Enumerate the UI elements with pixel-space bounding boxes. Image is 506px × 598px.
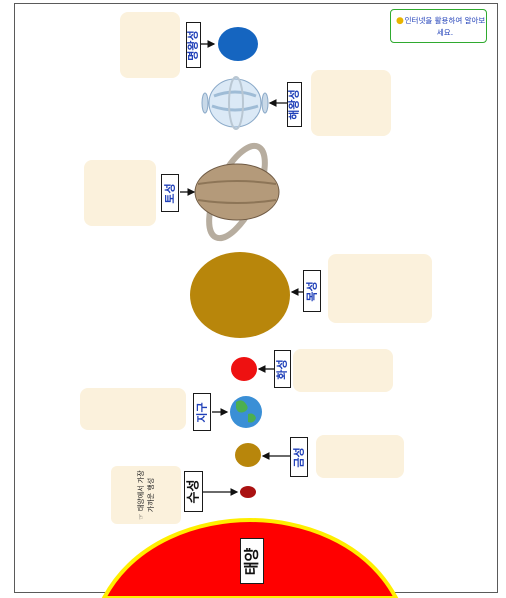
- earth-planet: [230, 396, 262, 428]
- mercury-planet: [240, 486, 256, 498]
- label-jupiter: 목성: [303, 270, 321, 312]
- label-mercury: 수성: [184, 471, 203, 512]
- hint-box: ● 인터넷을 활용하여 알아보세요.: [390, 9, 487, 43]
- hint-text: 인터넷을 활용하여 알아보세요.: [404, 15, 486, 39]
- neptune-planet: [202, 77, 268, 129]
- label-neptune: 해왕성: [287, 82, 302, 127]
- label-venus: 금성: [290, 437, 308, 477]
- mercury-note-text: ☞ 태양에서 가장 가까운 행성: [136, 468, 156, 522]
- answer-box-venus[interactable]: [316, 435, 404, 478]
- label-sun: 태양: [240, 538, 264, 584]
- pluto-planet: [218, 27, 258, 61]
- label-earth: 지구: [193, 393, 211, 431]
- venus-planet: [235, 443, 261, 467]
- label-mars: 화성: [274, 350, 291, 388]
- answer-box-saturn[interactable]: [84, 160, 156, 226]
- answer-box-neptune[interactable]: [311, 70, 391, 136]
- jupiter-planet: [190, 252, 290, 338]
- mercury-note: ☞ 태양에서 가장 가까운 행성: [111, 466, 181, 524]
- label-pluto: 명왕성: [186, 22, 201, 68]
- label-saturn: 토성: [161, 174, 179, 212]
- answer-box-mars[interactable]: [293, 349, 393, 392]
- mars-planet: [231, 357, 257, 381]
- answer-box-pluto[interactable]: [120, 12, 180, 78]
- answer-box-earth[interactable]: [80, 388, 186, 430]
- lightbulb-icon: ●: [396, 16, 404, 26]
- answer-box-jupiter[interactable]: [328, 254, 432, 323]
- saturn-planet: [195, 138, 279, 246]
